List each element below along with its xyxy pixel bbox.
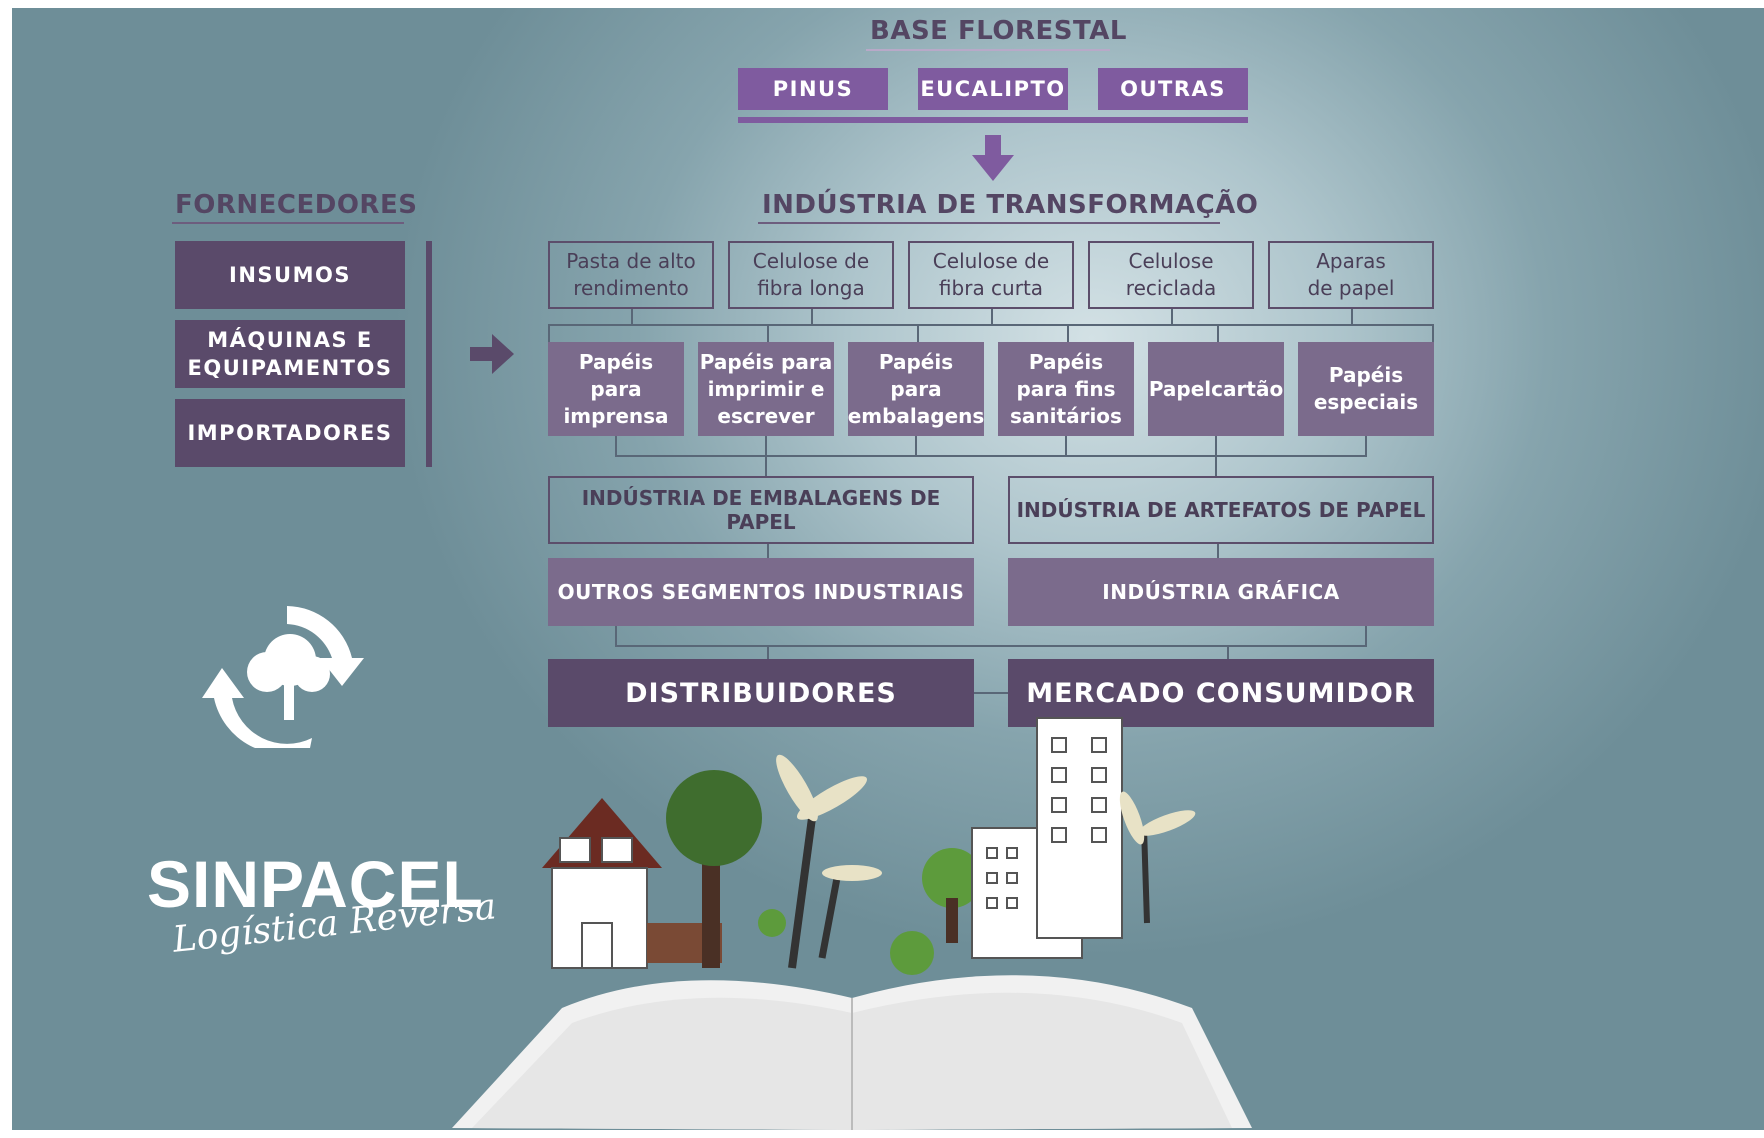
fornecedores-bracket [426,241,432,467]
transformacao-underline [758,222,1220,224]
connector [615,626,617,646]
connector [615,436,617,456]
connector [548,324,550,342]
sinpacel-wordmark: SINPACEL [147,847,484,921]
fornecedores-underline [172,222,404,224]
diagram-canvas: BASE FLORESTAL PINUS EUCALIPTO OUTRAS FO… [12,8,1764,1130]
paper-sanitarios: Papéis para fins sanitários [998,342,1134,436]
forest-item-pinus: PINUS [738,68,888,110]
connector [548,324,1434,326]
connector [1365,626,1367,646]
material-pasta: Pasta de alto rendimento [548,241,714,309]
connector [1065,436,1067,456]
down-arrow-icon [972,135,1014,181]
distribuidores: DISTRIBUIDORES [548,659,974,727]
industria-artefatos: INDÚSTRIA DE ARTEFATOS DE PAPEL [1008,476,1434,544]
connector [1171,309,1173,325]
paper-especiais: Papéis especiais [1298,342,1434,436]
connector [917,324,919,342]
connector [991,309,993,325]
paper-embalagens: Papéis para embalagens [848,342,984,436]
connector [974,692,1008,694]
connector [1365,436,1367,456]
fornecedores-title: FORNECEDORES [175,190,418,220]
town-book-illustration [452,717,1252,1130]
industria-embalagens: INDÚSTRIA DE EMBALAGENS DE PAPEL [548,476,974,544]
connector [811,309,813,325]
forest-item-eucalipto: EUCALIPTO [918,68,1068,110]
industria-grafica: INDÚSTRIA GRÁFICA [1008,558,1434,626]
material-celulose-reciclada: Celulose reciclada [1088,241,1254,309]
connector [1227,645,1229,659]
base-florestal-title: BASE FLORESTAL [870,16,1127,46]
connector [1217,324,1219,342]
connector [915,436,917,456]
paper-imprensa: Papéis para imprensa [548,342,684,436]
material-celulose-curta: Celulose de fibra curta [908,241,1074,309]
connector [615,455,1367,457]
connector [1217,544,1219,558]
connector [767,645,769,659]
connector [1351,309,1353,325]
connector [1432,324,1434,342]
mercado-consumidor: MERCADO CONSUMIDOR [1008,659,1434,727]
connector [615,645,1367,647]
outros-segmentos: OUTROS SEGMENTOS INDUSTRIAIS [548,558,974,626]
connector [767,544,769,558]
material-aparas: Aparas de papel [1268,241,1434,309]
forest-item-outras: OUTRAS [1098,68,1248,110]
connector [631,309,633,325]
connector [1067,324,1069,342]
transformacao-title: INDÚSTRIA DE TRANSFORMAÇÃO [762,190,1259,220]
material-celulose-longa: Celulose de fibra longa [728,241,894,309]
base-florestal-underline [866,49,1110,51]
paper-imprimir: Papéis para imprimir e escrever [698,342,834,436]
fornecedor-insumos: INSUMOS [175,241,405,309]
recycle-tree-icon [202,606,364,748]
connector [767,324,769,342]
base-florestal-bar [738,117,1248,123]
right-arrow-icon [470,334,514,374]
fornecedor-maquinas: MÁQUINAS E EQUIPAMENTOS [175,320,405,388]
fornecedor-importadores: IMPORTADORES [175,399,405,467]
paper-papelcartao: Papelcartão [1148,342,1284,436]
